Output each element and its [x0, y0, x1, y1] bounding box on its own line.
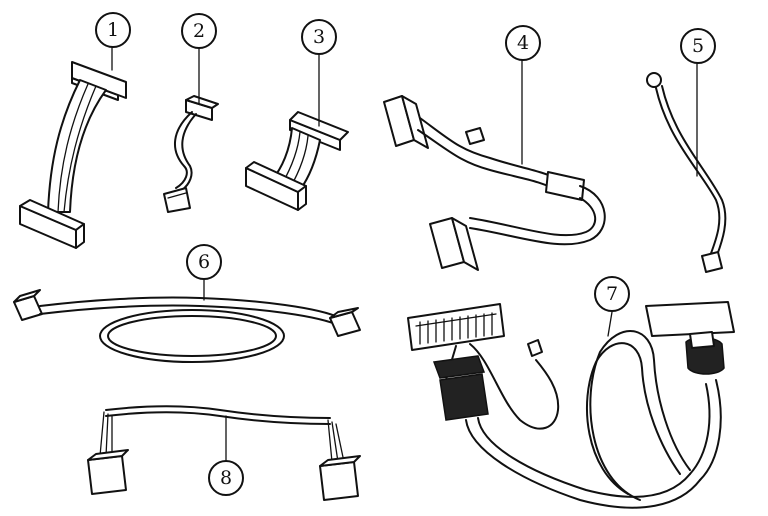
- callout-2-label: 2: [193, 20, 205, 42]
- callout-4-label: 4: [517, 32, 529, 54]
- part-1-ribbon-cable: [19, 61, 127, 249]
- callout-7-label: 7: [606, 283, 618, 305]
- callout-1-label: 1: [107, 19, 119, 41]
- callout-8: 8: [208, 460, 244, 496]
- callout-2: 2: [181, 13, 217, 49]
- callout-6: 6: [186, 244, 222, 280]
- part-8-power-splitter: [87, 405, 361, 501]
- callout-7: 7: [594, 276, 630, 312]
- callout-8-label: 8: [220, 467, 232, 489]
- callout-6-label: 6: [198, 251, 210, 273]
- callout-4: 4: [505, 25, 541, 61]
- callout-1: 1: [95, 12, 131, 48]
- part-5-ground-wire: [646, 72, 727, 273]
- part-4-shielded-cable: [383, 95, 606, 271]
- callout-3-label: 3: [313, 26, 325, 48]
- leader-lines: [111, 47, 698, 461]
- callout-3: 3: [301, 19, 337, 55]
- part-3-short-ribbon-cable: [245, 111, 349, 211]
- part-7-connector-cable: [407, 301, 735, 509]
- leader-line-7: [607, 311, 613, 337]
- part-2-power-lead: [163, 95, 219, 213]
- callout-5: 5: [680, 28, 716, 64]
- callout-5-label: 5: [692, 35, 704, 57]
- part-6-looped-cable: [13, 289, 361, 363]
